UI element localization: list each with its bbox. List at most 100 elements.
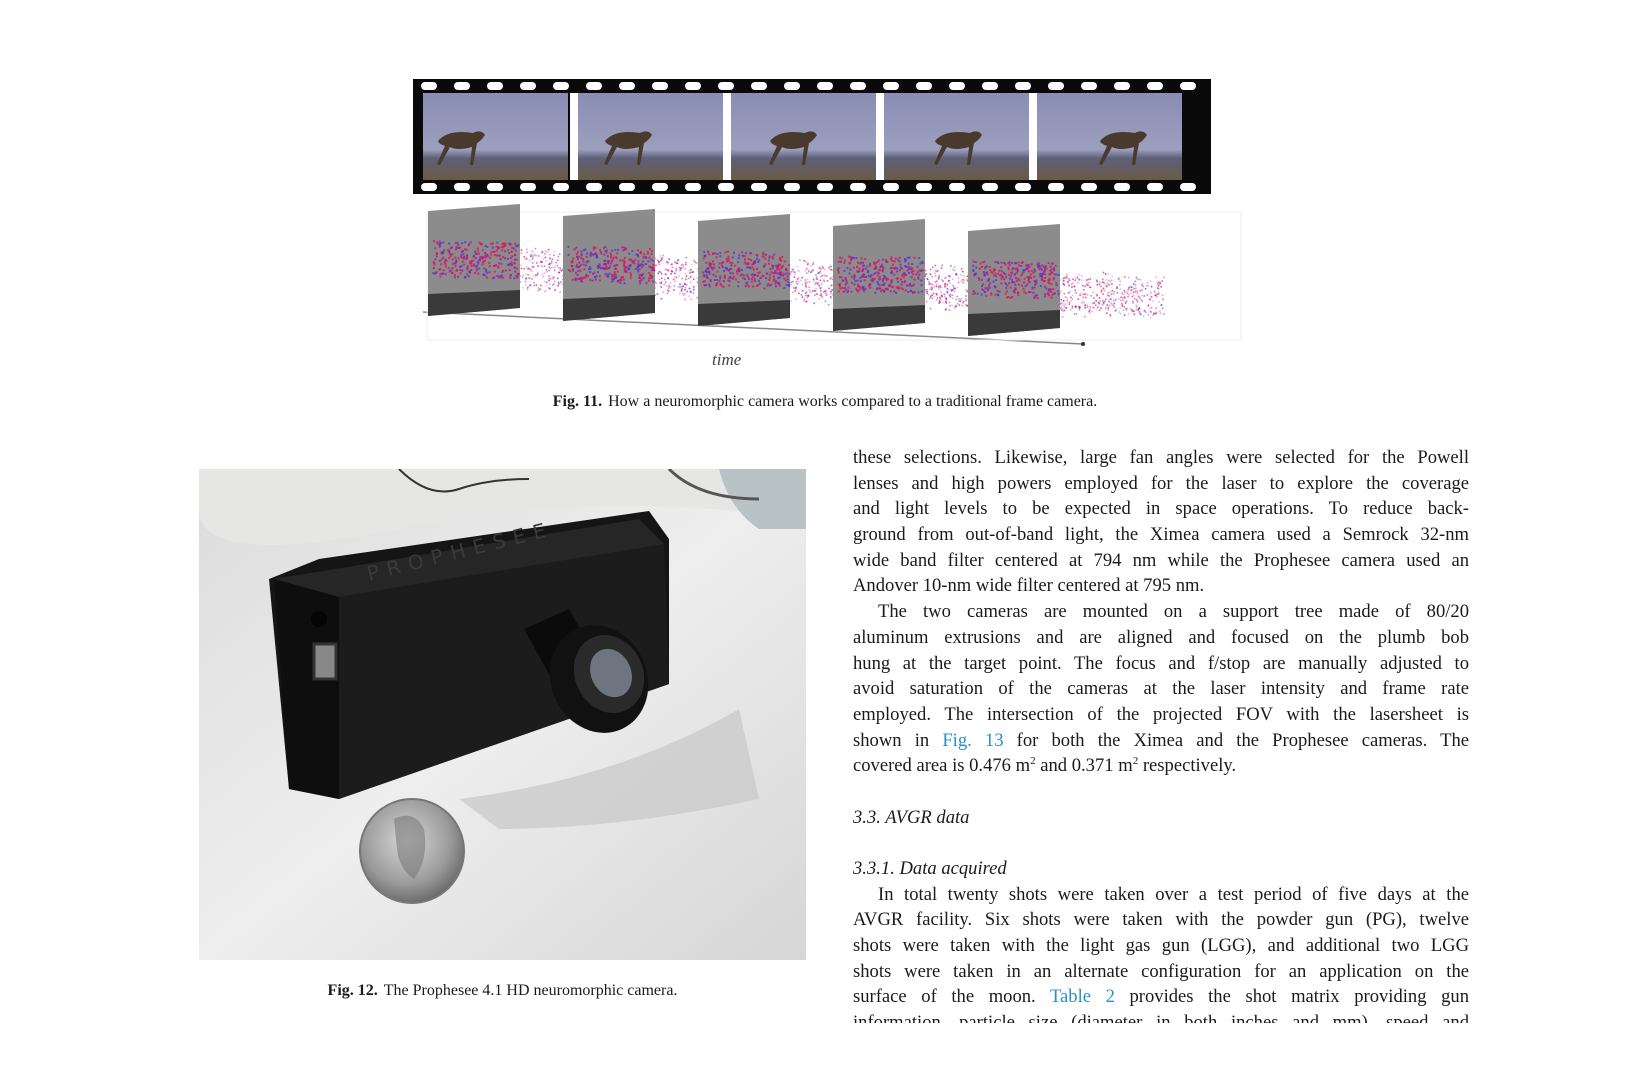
event-dot bbox=[582, 258, 585, 261]
event-dot bbox=[805, 286, 807, 288]
event-dot bbox=[816, 293, 818, 295]
event-dot bbox=[1123, 289, 1125, 292]
event-dot bbox=[806, 300, 808, 303]
event-dot bbox=[839, 287, 842, 290]
event-dot bbox=[840, 257, 843, 260]
event-dot bbox=[786, 278, 789, 281]
event-dot bbox=[1018, 279, 1021, 282]
event-dot bbox=[476, 247, 479, 250]
event-dot bbox=[1020, 274, 1023, 277]
event-dot bbox=[1143, 295, 1146, 297]
cross-reference-link[interactable]: Fig. 13 bbox=[942, 729, 1004, 751]
event-dot bbox=[863, 290, 866, 293]
event-dot bbox=[513, 266, 516, 269]
event-dot bbox=[887, 278, 890, 281]
event-dot bbox=[938, 285, 940, 287]
event-dot bbox=[1066, 296, 1068, 299]
event-dot bbox=[689, 268, 692, 271]
event-dot bbox=[934, 272, 936, 275]
event-dot bbox=[1015, 271, 1018, 274]
event-dot bbox=[996, 289, 999, 292]
event-dot bbox=[708, 283, 711, 286]
event-dot bbox=[1026, 268, 1029, 270]
text-line: hung at the target point. The focus and … bbox=[853, 651, 1469, 677]
event-dot bbox=[455, 259, 458, 262]
event-dot bbox=[675, 269, 677, 272]
event-dot bbox=[811, 290, 814, 293]
event-dot bbox=[529, 269, 532, 271]
event-dot bbox=[1096, 284, 1099, 286]
event-dot bbox=[440, 263, 443, 266]
event-dot bbox=[1071, 307, 1073, 309]
event-dot bbox=[772, 279, 775, 282]
event-dot bbox=[558, 271, 561, 274]
event-dot bbox=[1084, 285, 1086, 288]
event-dot bbox=[1014, 288, 1017, 291]
event-dot bbox=[647, 279, 650, 282]
event-dot bbox=[754, 262, 756, 264]
event-dot bbox=[663, 283, 666, 286]
event-dot bbox=[482, 261, 485, 264]
event-dot bbox=[623, 282, 626, 285]
event-dot bbox=[707, 267, 710, 270]
event-dot bbox=[583, 268, 586, 271]
event-dot bbox=[675, 276, 678, 279]
event-dot bbox=[1026, 283, 1029, 286]
event-dot bbox=[950, 265, 952, 267]
cross-reference-link[interactable]: Table 2 bbox=[1049, 986, 1115, 1008]
event-dot bbox=[989, 282, 992, 285]
event-dot bbox=[480, 257, 483, 260]
event-dot bbox=[1142, 315, 1145, 317]
event-dot bbox=[795, 286, 797, 288]
event-dot bbox=[432, 240, 435, 243]
event-dot bbox=[607, 262, 610, 265]
event-dot bbox=[567, 253, 570, 256]
event-dot bbox=[888, 284, 891, 287]
event-dot bbox=[677, 259, 680, 261]
text-line: shots were taken in an alternate configu… bbox=[853, 959, 1469, 985]
event-dot bbox=[864, 258, 867, 261]
event-dot bbox=[586, 275, 589, 278]
event-dot bbox=[642, 273, 645, 275]
event-dot bbox=[580, 277, 583, 280]
event-dot bbox=[1147, 284, 1149, 287]
event-dot bbox=[1139, 290, 1142, 292]
event-dot bbox=[1043, 270, 1046, 273]
event-dot bbox=[1005, 286, 1008, 289]
event-dot bbox=[948, 301, 951, 304]
event-dot bbox=[461, 260, 464, 263]
event-dot bbox=[1026, 276, 1029, 279]
event-dot bbox=[737, 281, 740, 283]
event-dot bbox=[1137, 295, 1140, 298]
event-dot bbox=[815, 287, 818, 290]
event-dot bbox=[678, 266, 681, 269]
event-dot bbox=[1084, 307, 1086, 309]
event-dot bbox=[808, 289, 811, 291]
event-dot bbox=[826, 275, 828, 277]
text-span: surface of the moon. bbox=[853, 986, 1050, 1008]
event-dot bbox=[607, 273, 609, 276]
event-dot bbox=[1132, 301, 1134, 304]
event-dot bbox=[592, 253, 595, 256]
event-dot bbox=[1068, 303, 1071, 305]
event-dot bbox=[685, 261, 687, 264]
event-dot bbox=[604, 273, 607, 276]
event-dot bbox=[940, 286, 942, 288]
event-dot bbox=[537, 287, 540, 289]
event-dot bbox=[985, 265, 988, 268]
event-dot bbox=[1023, 269, 1026, 272]
event-dot bbox=[1140, 313, 1142, 315]
event-dot bbox=[1071, 305, 1074, 308]
event-dot bbox=[433, 262, 436, 264]
text-span: for both the Ximea and the Prophesee cam… bbox=[1003, 729, 1469, 751]
event-dot bbox=[545, 284, 547, 287]
event-dot bbox=[975, 266, 978, 269]
event-dot bbox=[768, 255, 771, 258]
event-dot bbox=[982, 289, 985, 292]
event-dot bbox=[824, 275, 827, 278]
paragraph-gap bbox=[853, 779, 1469, 805]
event-dot bbox=[502, 256, 504, 258]
event-dot bbox=[443, 261, 446, 264]
event-dot bbox=[1121, 304, 1124, 306]
event-dot bbox=[909, 283, 911, 286]
